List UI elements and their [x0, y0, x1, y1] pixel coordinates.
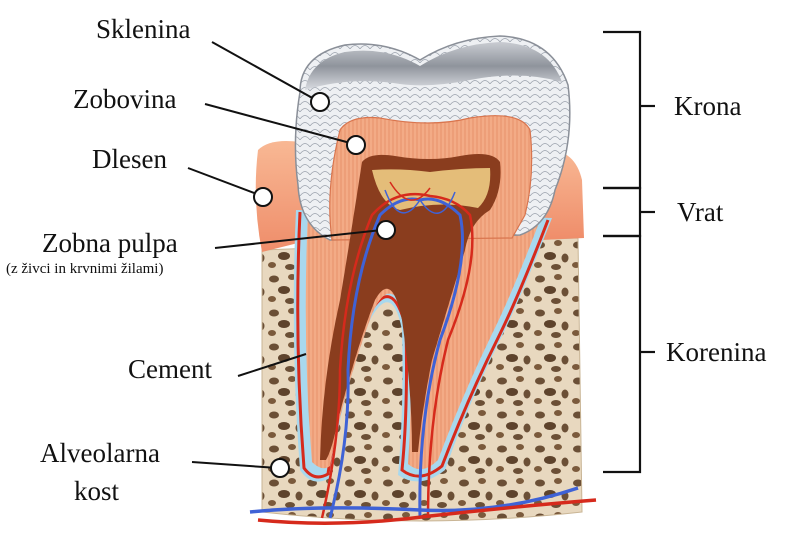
label-cement: Cement: [128, 356, 212, 383]
label-gum: Dlesen: [92, 146, 167, 173]
label-dentin: Zobovina: [73, 86, 176, 113]
section-root: Korenina: [666, 339, 766, 366]
section-crown: Krona: [674, 93, 741, 120]
label-bone-line2: kost: [74, 478, 119, 505]
label-bone-line1: Alveolarna: [40, 440, 160, 467]
label-pulp: Zobna pulpa: [42, 230, 178, 257]
section-neck: Vrat: [677, 199, 723, 226]
label-enamel: Sklenina: [96, 16, 191, 43]
label-pulp-note: (z živci in krvnimi žilami): [6, 262, 163, 277]
section-brackets: [603, 32, 655, 472]
